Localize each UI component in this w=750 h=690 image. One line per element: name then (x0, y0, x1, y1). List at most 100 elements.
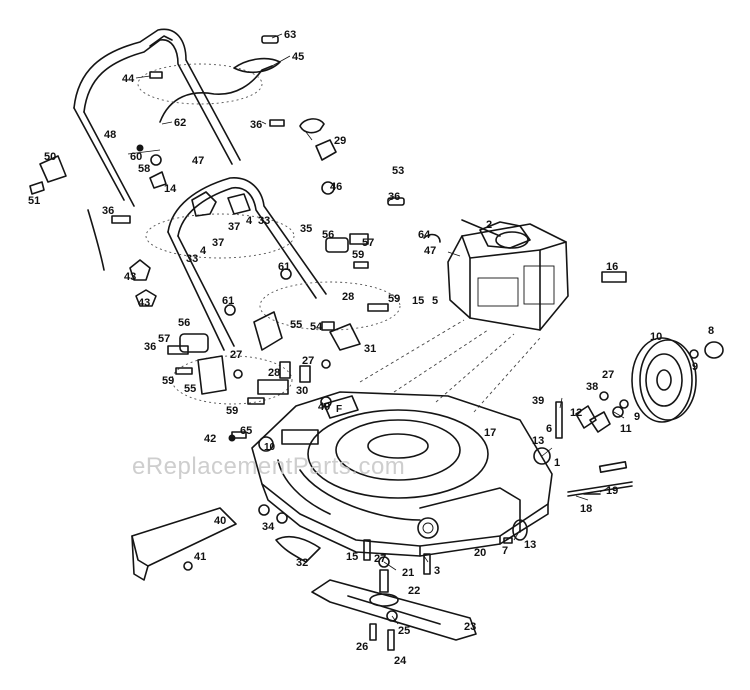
height-adjuster-region (171, 355, 293, 405)
callout-27-c: 27 (602, 369, 614, 381)
callout-9: 9 (692, 361, 698, 373)
callout-27-d: 27 (374, 553, 386, 565)
callout-4-b: 4 (200, 245, 207, 257)
deck-front (228, 395, 359, 452)
deck-screw (183, 561, 193, 571)
callout-17: 17 (484, 427, 496, 439)
engine-clip (423, 233, 441, 243)
callout-57: 57 (362, 237, 374, 249)
callout-61-b: 61 (222, 295, 234, 307)
callout-56: 56 (322, 229, 334, 241)
callout-16: 16 (606, 261, 618, 273)
callout-21: 21 (402, 567, 414, 579)
callout-13-b: 13 (524, 539, 536, 551)
rear-wheel[interactable] (631, 337, 697, 423)
callout-49: 49 (318, 401, 330, 413)
upper-handle[interactable] (73, 28, 241, 207)
callout-27-b: 27 (302, 355, 314, 367)
callout-59-b: 59 (388, 293, 400, 305)
callout-31: 31 (364, 343, 376, 355)
deck-mark-f: F (336, 404, 342, 415)
callout-30: 30 (296, 385, 308, 397)
callout-15-b: 15 (346, 551, 358, 563)
callout-35: 35 (300, 223, 312, 235)
callout-14: 14 (164, 183, 177, 195)
callout-1: 1 (554, 457, 560, 469)
callout-57-b: 57 (158, 333, 170, 345)
callout-43: 43 (124, 271, 136, 283)
callout-45: 45 (292, 51, 304, 63)
handle-knob-region (145, 213, 295, 259)
callout-46: 46 (330, 181, 342, 193)
hub-cap (704, 341, 724, 359)
callout-18: 18 (580, 503, 592, 515)
callout-36-d: 36 (144, 341, 156, 353)
mower-deck[interactable] (251, 391, 553, 557)
handle-clamp-region (137, 63, 263, 105)
engine-mount-leader (359, 319, 541, 413)
rear-flap[interactable] (131, 507, 237, 581)
front-wheel[interactable] (503, 519, 528, 544)
callout-4: 4 (246, 215, 253, 227)
engine-label (601, 271, 627, 283)
callout-27: 27 (230, 349, 242, 361)
throttle-cable (87, 209, 105, 271)
callout-37: 37 (228, 221, 240, 233)
handle-bolt-region (259, 281, 401, 331)
callout-41: 41 (194, 551, 206, 563)
callout-58: 58 (138, 163, 150, 175)
callout-36-b: 36 (388, 191, 400, 203)
callout-12: 12 (570, 407, 582, 419)
callout-55-b: 55 (184, 383, 196, 395)
callout-28: 28 (342, 291, 354, 303)
callout-10: 10 (650, 331, 662, 343)
callout-33: 33 (258, 215, 270, 227)
callout-59: 59 (352, 249, 364, 261)
callout-61: 61 (278, 261, 290, 273)
callout-36-c: 36 (102, 205, 114, 217)
callout-40: 40 (214, 515, 226, 527)
callout-47: 47 (192, 155, 204, 167)
control-cable (159, 65, 273, 123)
handle-hardware (29, 35, 405, 439)
callout-leaders (127, 33, 625, 625)
callout-48: 48 (104, 129, 116, 141)
callout-25: 25 (398, 625, 410, 637)
callout-11: 11 (620, 423, 632, 435)
blade-assembly[interactable] (258, 504, 477, 651)
watermark: eReplacementParts.com (132, 453, 405, 480)
axle-hardware (533, 391, 633, 497)
callout-29: 29 (334, 135, 346, 147)
callout-6: 6 (546, 423, 552, 435)
callout-33-b: 33 (186, 253, 198, 265)
callout-39: 39 (532, 395, 544, 407)
wheel-washer (689, 349, 699, 359)
callout-28-b: 28 (268, 367, 280, 379)
callout-44: 44 (122, 73, 135, 85)
callout-13: 13 (532, 435, 544, 447)
callout-63: 63 (284, 29, 296, 41)
engine[interactable] (447, 219, 569, 331)
callout-26: 26 (356, 641, 368, 653)
callout-38: 38 (586, 381, 598, 393)
callout-50: 50 (44, 151, 56, 163)
callout-32: 32 (296, 557, 308, 569)
callout-53: 53 (392, 165, 404, 177)
deck-mark-10: 10 (264, 442, 276, 453)
callout-59-c: 59 (162, 375, 174, 387)
lower-handle[interactable] (167, 177, 327, 351)
callout-24: 24 (394, 655, 407, 667)
callout-3: 3 (434, 565, 440, 577)
callout-47-b: 47 (424, 245, 436, 257)
callout-37-b: 37 (212, 237, 224, 249)
callout-51: 51 (28, 195, 40, 207)
callout-15: 15 (412, 295, 424, 307)
callout-56-b: 56 (178, 317, 190, 329)
callout-54: 54 (310, 321, 323, 333)
callout-42: 42 (204, 433, 216, 445)
callout-9-b: 9 (634, 411, 640, 423)
callout-19: 19 (606, 485, 618, 497)
callout-22: 22 (408, 585, 420, 597)
callout-55: 55 (290, 319, 302, 331)
callout-8: 8 (708, 325, 714, 337)
